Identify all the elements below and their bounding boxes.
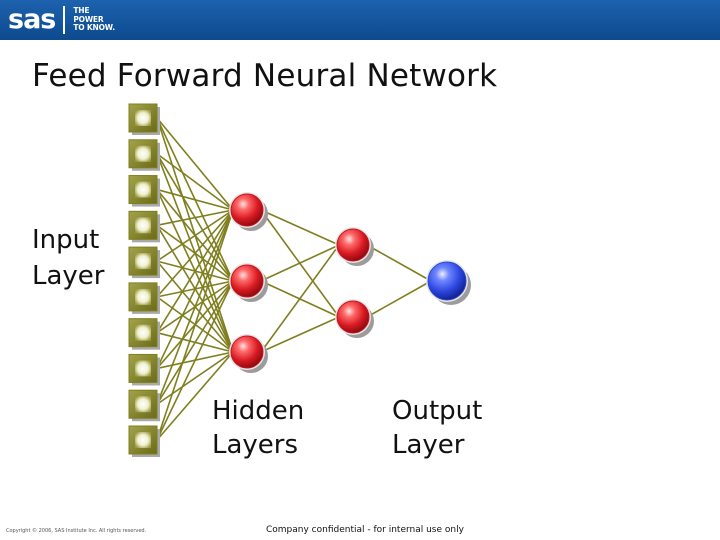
hidden-to-hidden-connection xyxy=(260,244,340,282)
hidden-layers-label: Hidden Layers xyxy=(212,394,304,462)
hidden-to-hidden-connection xyxy=(260,244,340,353)
input-to-hidden-connection xyxy=(156,117,234,211)
output-layer-label-line: Layer xyxy=(392,430,465,460)
hidden-node xyxy=(229,263,268,302)
input-node xyxy=(128,246,160,279)
input-node xyxy=(128,103,160,135)
input-to-hidden-connection xyxy=(156,209,234,405)
input-to-hidden-connection xyxy=(156,209,234,334)
logo-tagline-line: THE xyxy=(73,6,90,16)
hidden-to-hidden-connection xyxy=(260,316,340,353)
input-layer-label: Input Layer xyxy=(32,222,105,294)
hidden-to-hidden-connection xyxy=(260,209,340,246)
header-bar: sas THE POWER TO KNOW. xyxy=(0,0,720,40)
input-to-hidden-connection xyxy=(156,209,234,227)
hidden-layers-label-line: Hidden xyxy=(212,396,305,426)
logo-tagline: THE POWER TO KNOW. xyxy=(73,6,115,33)
confidential-notice: Company confidential - for internal use … xyxy=(266,525,464,535)
logo-wordmark: sas xyxy=(8,4,56,35)
hidden-node xyxy=(229,192,268,231)
hidden-layers-label-line: Layers xyxy=(212,430,299,460)
hidden-node xyxy=(335,299,374,338)
output-layer-label: Output Layer xyxy=(392,394,482,462)
input-to-hidden-connection xyxy=(156,209,234,262)
input-to-hidden-connection xyxy=(156,280,234,405)
input-layer-label-line: Layer xyxy=(32,261,105,291)
output-layer-label-line: Output xyxy=(392,396,483,426)
input-to-hidden-connection xyxy=(156,188,234,211)
hidden-node xyxy=(335,227,374,266)
logo-tagline-line: POWER xyxy=(73,14,104,24)
input-node xyxy=(128,139,160,171)
hidden-to-output-connection xyxy=(366,244,432,282)
logo-tagline-line: TO KNOW. xyxy=(73,23,115,33)
slide-title: Feed Forward Neural Network xyxy=(32,58,498,94)
input-node xyxy=(128,353,160,386)
hidden-node xyxy=(229,334,268,373)
input-node xyxy=(128,282,160,314)
input-node xyxy=(128,389,160,422)
input-to-hidden-connection xyxy=(156,280,234,441)
logo-divider xyxy=(63,6,66,34)
input-node xyxy=(128,175,160,207)
input-to-hidden-connection xyxy=(156,351,234,441)
input-to-hidden-connection xyxy=(156,153,234,211)
hidden-to-output-connection xyxy=(366,280,432,318)
input-to-hidden-connection xyxy=(156,351,234,405)
sas-logo[interactable]: sas THE POWER TO KNOW. xyxy=(8,4,115,36)
input-node xyxy=(128,210,160,243)
network-nodes xyxy=(128,103,471,457)
input-to-hidden-connection xyxy=(156,209,234,441)
input-node xyxy=(128,318,160,350)
input-to-hidden-connection xyxy=(156,209,234,369)
input-layer-label-line: Input xyxy=(32,225,100,255)
output-node xyxy=(426,260,471,305)
copyright-text: Copyright © 2006, SAS Institute Inc. All… xyxy=(6,528,147,534)
input-node xyxy=(128,425,160,457)
connection-lines xyxy=(156,117,432,441)
input-to-hidden-connection xyxy=(156,209,234,298)
